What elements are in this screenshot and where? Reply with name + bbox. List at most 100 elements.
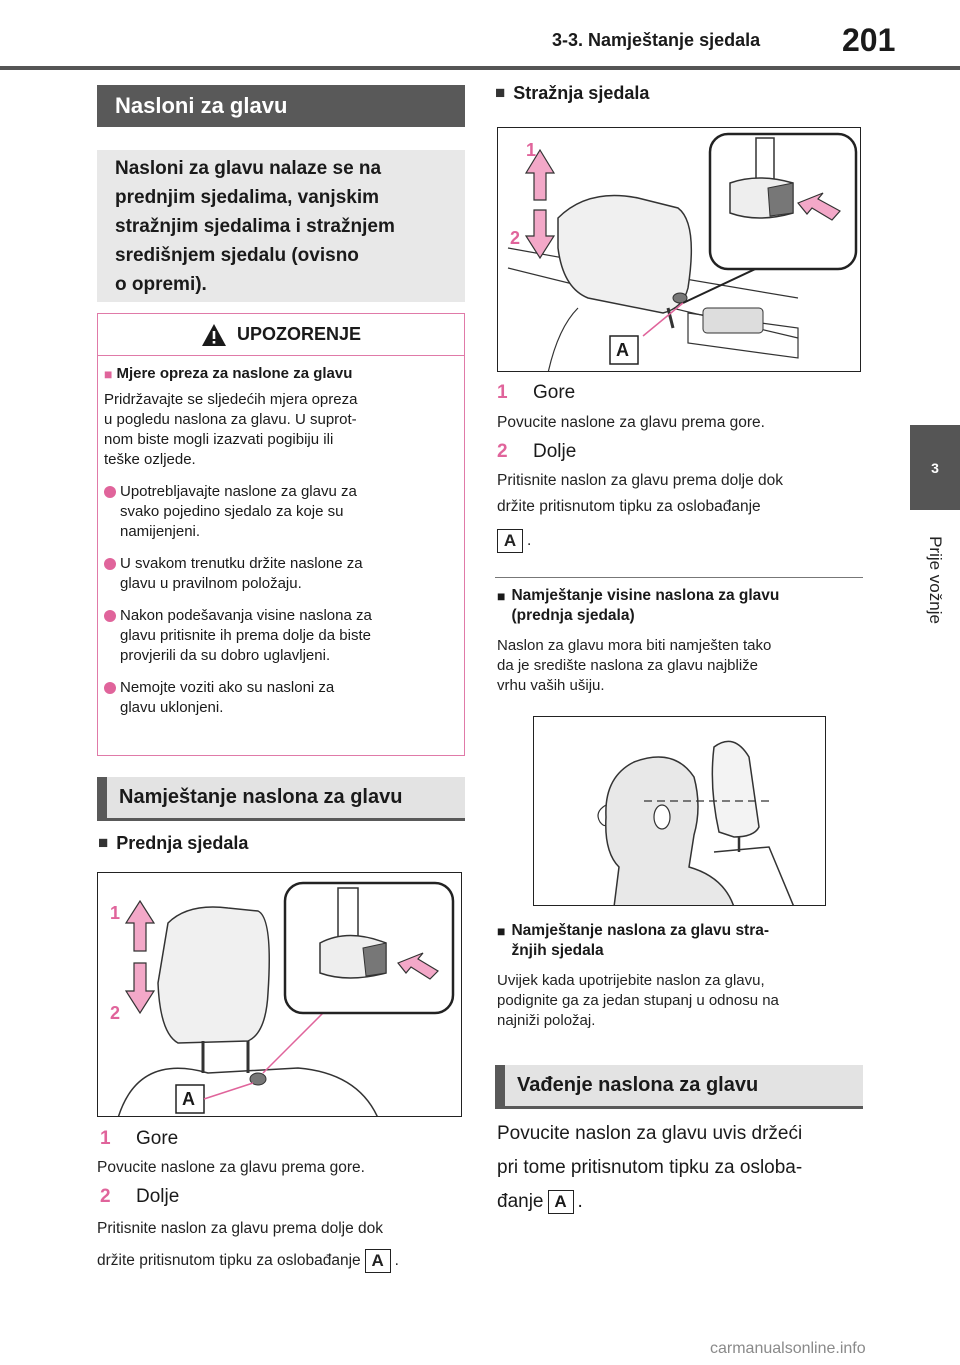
heading-line: žnjih sjedala (511, 942, 604, 959)
front-step-up: 1 Gore (100, 1128, 178, 1150)
warning-item-line: glavu u pravilnom položaju. (120, 575, 302, 592)
rear-seats-heading-text: Stražnja sjedala (513, 83, 650, 103)
warning-triangle-icon (201, 323, 226, 346)
square-bullet-icon: ■ (98, 833, 109, 852)
height-front-text: Naslon za glavu mora biti namješten tako… (497, 636, 771, 696)
warning-title: UPOZORENJE (236, 324, 362, 344)
rear-headrest-drawing (507, 132, 858, 371)
warning-item: Nemojte voziti ako su nasloni za glavu uk… (104, 678, 458, 718)
warning-paragraph: Pridržavajte se sljedećih mjera opreza u… (104, 390, 458, 470)
release-button-label: A (547, 1189, 574, 1214)
front-headrest-illustration: 1 2 A (97, 872, 462, 1117)
body-line: vrhu vaših ušiju. (497, 677, 605, 694)
front-step-down-text: Pritisnite naslon za glavu prema dolje d… (97, 1216, 399, 1274)
warning-item-line: glavu pritisnite ih prema dolje da biste (120, 627, 371, 644)
warning-item: U svakom trenutku držite naslone za glavu… (104, 554, 458, 594)
step-label: Dolje (136, 1186, 180, 1207)
rear-step-down-text: Pritisnite naslon za glavu prema dolje d… (497, 468, 783, 554)
section-heading-text: Vađenje naslona za glavu (517, 1074, 759, 1096)
step-number: 2 (100, 1186, 111, 1207)
body-line: najniži položaj. (497, 1012, 596, 1029)
front-headrest-drawing (117, 881, 455, 1116)
chapter-label: Prije vožnje (926, 536, 945, 624)
release-button-label: A (364, 1248, 391, 1273)
step-number: 1 (100, 1128, 111, 1149)
removing-instructions: Povucite naslon za glavu uvis držeći pri… (497, 1117, 802, 1219)
section-heading-text: Nasloni za glavu (115, 93, 288, 118)
intro-line: o opremi). (115, 273, 207, 295)
bullet-dot-icon (104, 486, 116, 498)
head-position-illustration (533, 716, 826, 906)
square-bullet-icon: ■ (497, 923, 506, 939)
body-line: Povucite naslon za glavu uvis držeći (497, 1123, 803, 1144)
warning-item-line: Nakon podešavanja visine naslona za (120, 607, 372, 624)
square-bullet-icon: ■ (497, 588, 506, 604)
warning-subheading-text: Mjere opreza za naslone za glavu (116, 365, 353, 382)
heading-line: Namještanje naslona za glavu stra- (511, 922, 770, 939)
warning-item: Nakon podešavanja visine naslona za glavu… (104, 606, 458, 666)
height-rear-text: Uvijek kada upotrijebite naslon za glavu… (497, 971, 779, 1031)
divider (495, 577, 863, 578)
bullet-dot-icon (104, 682, 116, 694)
rear-step-up-text: Povucite naslone za glavu prema gore. (497, 414, 765, 431)
warning-box: UPOZORENJE ■Mjere opreza za naslone za g… (97, 313, 465, 756)
height-front-heading: ■ Namještanje visine naslona za glavu (pr… (497, 586, 779, 626)
height-rear-heading: ■ Namještanje naslona za glavu stra-žnji… (497, 921, 769, 961)
step-number: 1 (497, 382, 508, 403)
rear-seats-heading: ■ Stražnja sjedala (495, 83, 649, 104)
section-heading-adjusting: Namještanje naslona za glavu (97, 777, 465, 821)
figure-label-up: 1 (526, 140, 537, 160)
body-line: Uvijek kada upotrijebite naslon za glavu… (497, 972, 765, 989)
figure-label-down: 2 (110, 1003, 121, 1023)
body-line: Pritisnite naslon za glavu prema dolje d… (497, 472, 784, 489)
body-line: Naslon za glavu mora biti namješten tako (497, 637, 772, 654)
warning-item-line: provjerili da su dobro uglavljeni. (120, 647, 331, 664)
head-position-drawing (597, 740, 794, 905)
step-number: 2 (497, 441, 508, 462)
section-heading-text: Namještanje naslona za glavu (119, 786, 403, 808)
rear-step-down: 2 Dolje (497, 441, 576, 463)
body-line: držite pritisnutom tipku za oslobađanje (497, 498, 761, 515)
page-number: 201 (842, 22, 896, 58)
rear-step-up: 1 Gore (497, 382, 575, 404)
intro-box: Nasloni za glavu nalaze se na prednjim s… (97, 150, 465, 302)
figure-label-up: 1 (110, 903, 121, 923)
warning-item-line: U svakom trenutku držite naslone za (120, 555, 363, 572)
warning-line: u pogledu naslona za glavu. U suprot- (104, 411, 357, 428)
warning-item-line: Upotrebljavajte naslone za glavu za (120, 483, 357, 500)
intro-line: prednjim sjedalima, vanjskim (115, 186, 379, 208)
figure-label-a: A (182, 1089, 195, 1109)
warning-item-line: Nemojte voziti ako su nasloni za (120, 679, 335, 696)
header-rule (0, 66, 960, 70)
release-button-label: A (497, 528, 523, 553)
warning-header: UPOZORENJE (98, 314, 464, 356)
chapter-number: 3 (931, 459, 939, 476)
body-line: držite pritisnutom tipku za oslobađanje (97, 1252, 361, 1269)
body-line: Pritisnite naslon za glavu prema dolje d… (97, 1220, 384, 1237)
warning-line: Pridržavajte se sljedećih mjera opreza (104, 391, 358, 408)
warning-item-line: namijenjeni. (120, 523, 201, 540)
body-line-end: . (577, 1191, 583, 1212)
step-label: Gore (533, 382, 576, 403)
heading-line: Namještanje visine naslona za glavu (511, 587, 780, 604)
intro-line: središnjem sjedalu (ovisno (115, 244, 359, 266)
section-title: 3-3. Namještanje sjedala (552, 30, 761, 50)
front-step-up-text: Povucite naslone za glavu prema gore. (97, 1159, 365, 1176)
warning-line: teške ozljede. (104, 451, 196, 468)
front-seats-heading-text: Prednja sjedala (116, 833, 249, 853)
body-line-end: . (394, 1252, 399, 1269)
body-line: đanje (497, 1191, 544, 1212)
intro-line: stražnjim sjedalima i stražnjem (115, 215, 395, 237)
step-label: Gore (136, 1128, 179, 1149)
warning-subheading: ■Mjere opreza za naslone za glavu (104, 364, 458, 384)
bullet-dot-icon (104, 610, 116, 622)
chapter-tab: 3 (910, 425, 960, 510)
body-line-end: . (527, 532, 532, 549)
step-label: Dolje (533, 441, 577, 462)
watermark: carmanualsonline.info (710, 1340, 866, 1357)
warning-item-line: glavu uklonjeni. (120, 699, 224, 716)
heading-line: (prednja sjedala) (511, 607, 635, 624)
square-bullet-icon: ■ (495, 83, 506, 102)
square-bullet-icon: ■ (104, 366, 113, 382)
